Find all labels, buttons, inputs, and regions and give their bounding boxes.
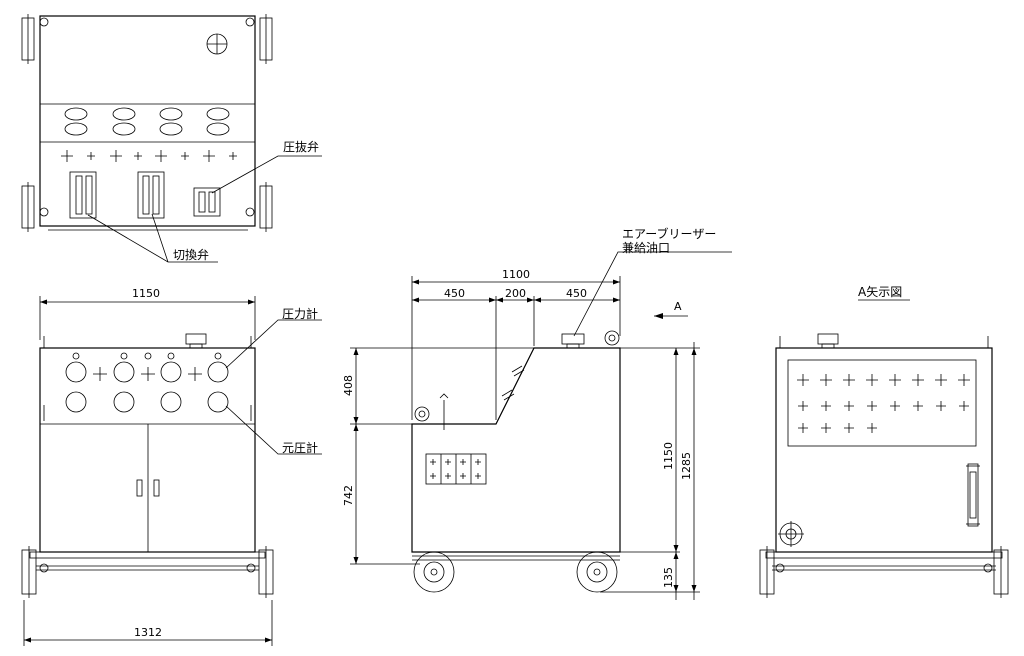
dim-front-width-text: 1150 [132, 287, 160, 300]
top-view-body [39, 15, 256, 227]
view-a-arrow: A [654, 300, 688, 319]
dim-side-total: 1100 [412, 268, 620, 285]
side-view-breather [561, 333, 585, 349]
front-view-body [39, 347, 256, 553]
front-door-handle-left [136, 479, 143, 497]
dim-side-seg3-text: 450 [566, 287, 587, 300]
dim-total-height-text: 1285 [680, 452, 693, 480]
dim-side-total-text: 1100 [502, 268, 530, 281]
side-view-lift-eye-left [414, 406, 430, 422]
dim-wheel-height-text: 135 [662, 567, 675, 588]
air-breather-label-line2: 兼給油口 [622, 241, 670, 255]
air-breather-label-line1: エアーブリーザー [622, 226, 716, 241]
dim-side-heights-left: 408 742 [342, 347, 534, 565]
switch-valve-leader [87, 213, 218, 263]
top-view-filler-cap [206, 33, 228, 55]
switch-valve-label: 切換弁 [173, 247, 209, 262]
view-a-valve-grid [797, 374, 970, 433]
side-view: 1100 450 200 450 [342, 226, 732, 600]
view-a-panel [787, 359, 977, 447]
side-view-body [411, 347, 621, 553]
view-a: A矢示図 [759, 285, 1009, 598]
dim-body-height-text: 1150 [662, 442, 675, 470]
top-view: 圧抜弁 切換弁 [21, 14, 322, 263]
dim-front-width: 1150 [39, 287, 256, 340]
side-view-wheels [413, 551, 618, 593]
side-view-lift-eye-right [604, 330, 620, 346]
view-a-breather [817, 333, 839, 349]
relief-valve-leader [211, 155, 322, 194]
relief-valve-label: 圧抜弁 [283, 139, 319, 154]
view-a-arrow-label: A [674, 300, 682, 313]
air-breather-leader [573, 251, 732, 337]
source-pressure-gauge-label: 元圧計 [282, 440, 318, 455]
front-view-breather-cap [185, 333, 207, 349]
front-door-handle-right [153, 479, 160, 497]
dim-overall-width: 1312 [23, 600, 273, 646]
front-view: 1150 [21, 287, 322, 646]
dim-overall-width-text: 1312 [134, 626, 162, 639]
side-view-hoses [439, 365, 525, 430]
top-view-gauges [64, 107, 230, 136]
source-gauge-leader [225, 405, 322, 455]
top-view-wheels [21, 14, 273, 232]
dim-lower-height-text: 742 [342, 485, 355, 506]
dim-upper-height-text: 408 [342, 375, 355, 396]
front-view-wheels [21, 546, 274, 598]
view-a-wheels [759, 546, 1009, 598]
dim-side-seg1-text: 450 [444, 287, 465, 300]
dim-side-heights-right: 1150 1285 135 [600, 342, 700, 600]
view-a-level-gauge [966, 463, 980, 527]
view-a-title: A矢示図 [858, 285, 902, 299]
front-view-gauges [65, 352, 229, 413]
pressure-gauge-label: 圧力計 [282, 306, 318, 321]
pressure-gauge-leader [225, 319, 322, 369]
top-view-switch-valves [69, 171, 221, 219]
side-view-manifold [425, 453, 487, 485]
view-a-body [775, 347, 993, 553]
top-view-valve-knobs [61, 150, 237, 162]
dim-side-segments: 450 200 450 [411, 276, 621, 420]
view-a-drain-port [778, 521, 804, 547]
dim-side-seg2-text: 200 [505, 287, 526, 300]
